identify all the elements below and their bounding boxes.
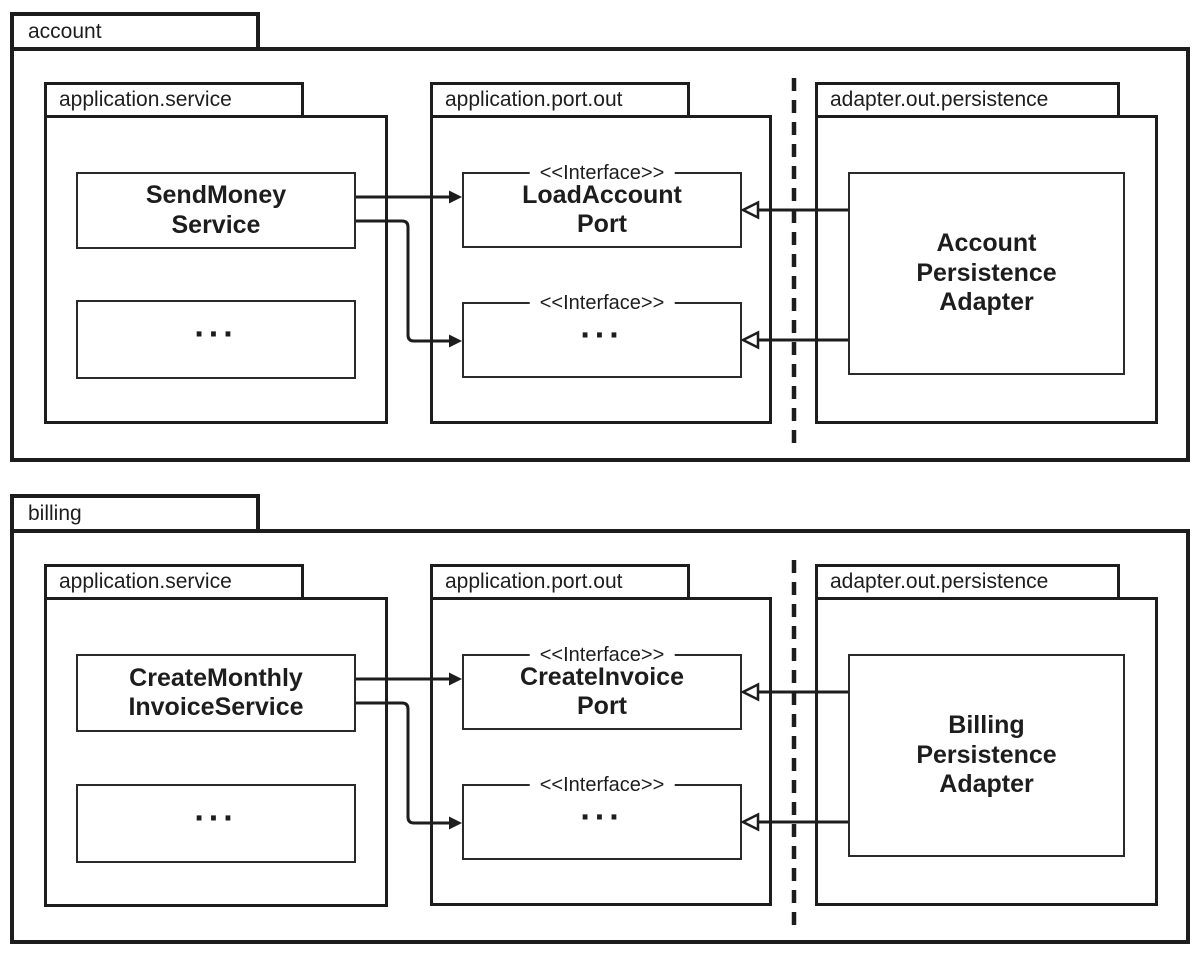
class-box-billing-service-ellipsis: ...	[76, 784, 356, 863]
interface-name-createinvoiceport: CreateInvoice Port	[520, 662, 684, 721]
ellipsis-label: ...	[194, 306, 238, 345]
package-tab-account: account	[10, 12, 260, 51]
class-box-createmonthlyinvoiceservice: CreateMonthly InvoiceService	[76, 654, 356, 732]
interface-box-billing-port-ellipsis: <<Interface>> ...	[462, 774, 742, 860]
package-tab-account-application-port-out: application.port.out	[430, 82, 690, 118]
class-name-accountpersistenceadapter: Account Persistence Adapter	[916, 229, 1057, 317]
package-label-adapter-out-persistence: adapter.out.persistence	[830, 570, 1049, 593]
interface-box-createinvoiceport: <<Interface>> CreateInvoice Port	[462, 644, 742, 730]
stereotype-label: <<Interface>>	[529, 774, 675, 798]
package-tab-billing-adapter-out-persistence: adapter.out.persistence	[815, 564, 1120, 600]
package-label-account: account	[28, 19, 102, 43]
class-name-createmonthlyinvoiceservice: CreateMonthly InvoiceService	[128, 663, 304, 722]
interface-box-loadaccountport: <<Interface>> LoadAccount Port	[462, 162, 742, 248]
package-label-application-service: application.service	[59, 570, 232, 593]
package-tab-billing-application-port-out: application.port.out	[430, 564, 690, 600]
stereotype-label: <<Interface>>	[529, 292, 675, 316]
class-box-billingpersistenceadapter: Billing Persistence Adapter	[848, 654, 1125, 857]
package-tab-account-adapter-out-persistence: adapter.out.persistence	[815, 82, 1120, 118]
package-label-application-port-out: application.port.out	[445, 88, 623, 111]
ellipsis-label: ...	[194, 790, 238, 829]
package-tab-account-application-service: application.service	[44, 82, 304, 118]
package-label-billing: billing	[28, 501, 82, 525]
class-name-billingpersistenceadapter: Billing Persistence Adapter	[916, 711, 1057, 799]
class-box-sendmoneyservice: SendMoney Service	[76, 172, 356, 249]
package-tab-billing-application-service: application.service	[44, 564, 304, 600]
class-box-accountpersistenceadapter: Account Persistence Adapter	[848, 172, 1125, 375]
stereotype-label: <<Interface>>	[529, 162, 675, 186]
stereotype-label: <<Interface>>	[529, 644, 675, 668]
interface-box-account-port-ellipsis: <<Interface>> ...	[462, 292, 742, 378]
package-label-adapter-out-persistence: adapter.out.persistence	[830, 88, 1049, 111]
package-label-application-service: application.service	[59, 88, 232, 111]
interface-name-loadaccountport: LoadAccount Port	[522, 180, 682, 239]
package-label-application-port-out: application.port.out	[445, 570, 623, 593]
class-box-account-service-ellipsis: ...	[76, 300, 356, 379]
class-name-sendmoneyservice: SendMoney Service	[145, 181, 287, 239]
package-tab-billing: billing	[10, 494, 260, 533]
